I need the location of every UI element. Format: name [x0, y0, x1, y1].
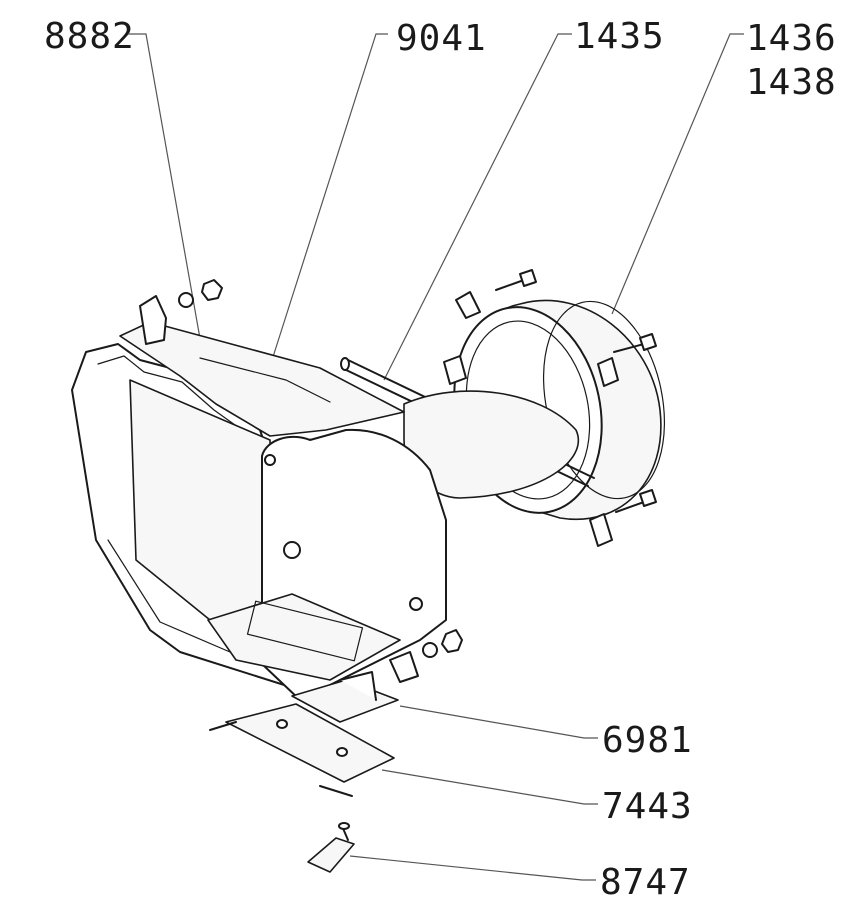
- ring-tab-left: [443, 355, 467, 385]
- leader-9041: [271, 33, 388, 361]
- leader-7443: [381, 769, 598, 805]
- callout-1438-label: 1438: [746, 62, 837, 103]
- leader-1436: [611, 33, 744, 315]
- callout-8882-label: 8882: [44, 16, 135, 57]
- housing-tab-bottom: [389, 651, 419, 683]
- housing-bottom-tray: [207, 593, 401, 681]
- leader-lines: [128, 33, 744, 881]
- ring-tab-top: [455, 291, 481, 319]
- housing-frame-inner-rail: [97, 355, 257, 653]
- housing-hole-2: [409, 597, 423, 611]
- ring-tab-bottom: [589, 513, 613, 547]
- latch-lever: [307, 822, 355, 873]
- leader-8747: [349, 855, 596, 881]
- callout-1435-label: 1435: [574, 16, 665, 57]
- leader-6981: [399, 705, 598, 739]
- ring-tab-right: [597, 357, 619, 387]
- housing-tray-inset: [246, 600, 364, 662]
- leader-8882: [128, 33, 219, 441]
- bolt-right-upper: [613, 333, 657, 353]
- housing-top-crease: [199, 357, 331, 403]
- callout-7443-label: 7443: [602, 786, 693, 827]
- housing-tab-top: [139, 295, 167, 345]
- housing-top-panel: [119, 321, 405, 437]
- base-plate: [209, 703, 395, 797]
- mount-bracket: [291, 671, 399, 723]
- housing-hole-3: [264, 454, 276, 466]
- main-housing: [71, 279, 463, 701]
- leader-1435: [383, 33, 572, 381]
- callout-6981-label: 6981: [602, 720, 693, 761]
- washer-top: [178, 292, 194, 308]
- nut-top: [201, 279, 223, 301]
- housing-hole-1: [283, 541, 301, 559]
- callout-8747-label: 8747: [600, 862, 691, 903]
- bolt-top: [495, 269, 537, 291]
- callout-1436-label: 1436: [746, 18, 837, 59]
- callout-9041-label: 9041: [396, 18, 487, 59]
- bolt-right-lower: [615, 489, 657, 513]
- nut-bottom: [441, 629, 463, 653]
- washer-bottom: [422, 642, 438, 658]
